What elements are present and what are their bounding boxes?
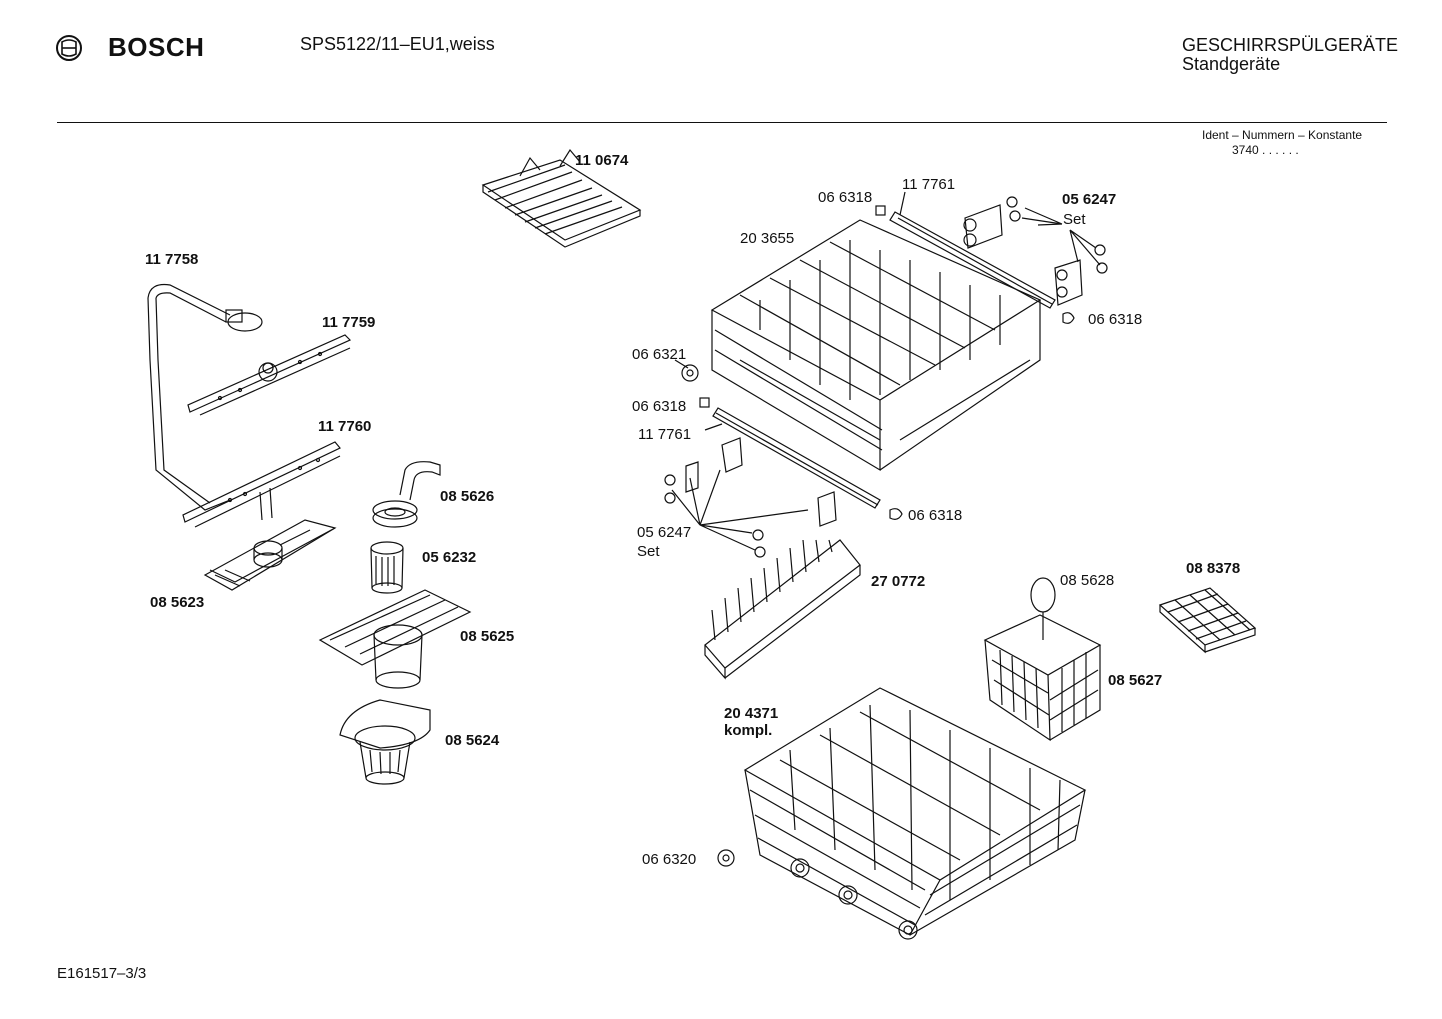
set-label-bottom: Set <box>637 543 660 560</box>
spray-arm-bearing-icon <box>203 519 337 591</box>
brand-name: BOSCH <box>108 32 205 62</box>
part-label-kompl: kompl. <box>724 722 773 739</box>
feed-tube-icon <box>147 283 263 511</box>
ident-label: Ident – Nummern – Konstante <box>1202 128 1363 142</box>
rail-left-icon <box>712 407 881 509</box>
part-label-203655: 20 3655 <box>740 230 795 247</box>
ident-value: 3740 . . . . . . <box>1232 143 1299 157</box>
clip-small-icon <box>681 205 1075 520</box>
cutlery-basket-icon <box>983 577 1102 742</box>
lower-spray-arm-icon <box>182 441 341 528</box>
part-label-085628: 08 5628 <box>1060 572 1115 589</box>
part-label-056247-bottom: 05 6247 <box>637 524 692 541</box>
part-label-085625: 08 5625 <box>460 628 515 645</box>
part-label-085626: 08 5626 <box>440 488 495 505</box>
part-label-088378: 08 8378 <box>1186 560 1241 577</box>
part-label-056232: 05 6232 <box>422 549 477 566</box>
part-label-117761-top: 11 7761 <box>902 176 956 193</box>
ident-block: Ident – Nummern – Konstante 3740 . . . .… <box>1202 128 1362 158</box>
part-label-066318-top: 06 6318 <box>818 189 873 206</box>
part-label-066321: 06 6321 <box>632 346 687 363</box>
upper-basket-icon <box>710 219 1042 472</box>
basket-insert-grid-icon <box>1158 587 1257 654</box>
part-label-270772: 27 0772 <box>871 573 926 590</box>
part-label-056247-top: 05 6247 <box>1062 191 1117 208</box>
upper-spray-arm-icon <box>187 334 352 416</box>
filter-plate-icon <box>318 589 472 689</box>
rail-top-icon <box>889 211 1056 309</box>
leader-lines-icon <box>674 191 906 431</box>
micro-filter-icon <box>370 541 404 594</box>
part-label-117758: 11 7758 <box>145 251 199 268</box>
cup-rack-insert-icon <box>481 148 642 248</box>
roller-set-bottom-icon <box>664 437 837 558</box>
document-code: E161517–3/3 <box>57 965 147 982</box>
bosch-logo-icon <box>56 35 82 61</box>
roller-set-top-icon <box>963 196 1108 306</box>
category-title: GESCHIRRSPÜLGERÄTE Standgeräte <box>1182 36 1398 74</box>
part-label-117759: 11 7759 <box>322 314 376 331</box>
part-label-066318-right: 06 6318 <box>1088 311 1143 328</box>
part-label-117761-left: 11 7761 <box>638 426 692 443</box>
category-line-1: GESCHIRRSPÜLGERÄTE <box>1182 35 1399 55</box>
part-label-085623: 08 5623 <box>150 594 205 611</box>
part-label-204371: 20 4371 <box>724 705 779 722</box>
category-line-2: Standgeräte <box>1182 54 1281 74</box>
model-number: SPS5122/11–EU1,weiss <box>300 34 495 54</box>
part-label-117760: 11 7760 <box>318 418 372 435</box>
connecting-pipe-icon <box>372 461 441 528</box>
part-label-066318-left: 06 6318 <box>632 398 687 415</box>
plate-rack-insert-icon <box>704 539 861 680</box>
part-label-085627: 08 5627 <box>1108 672 1163 689</box>
part-label-066320: 06 6320 <box>642 851 697 868</box>
set-label-top: Set <box>1063 211 1086 228</box>
part-label-085624: 08 5624 <box>445 732 500 749</box>
part-label-066318-mid: 06 6318 <box>908 507 963 524</box>
coarse-filter-icon <box>339 699 431 785</box>
part-label-110674: 11 0674 <box>575 152 629 169</box>
header-divider <box>57 122 1387 123</box>
lower-basket-icon <box>717 687 1087 940</box>
